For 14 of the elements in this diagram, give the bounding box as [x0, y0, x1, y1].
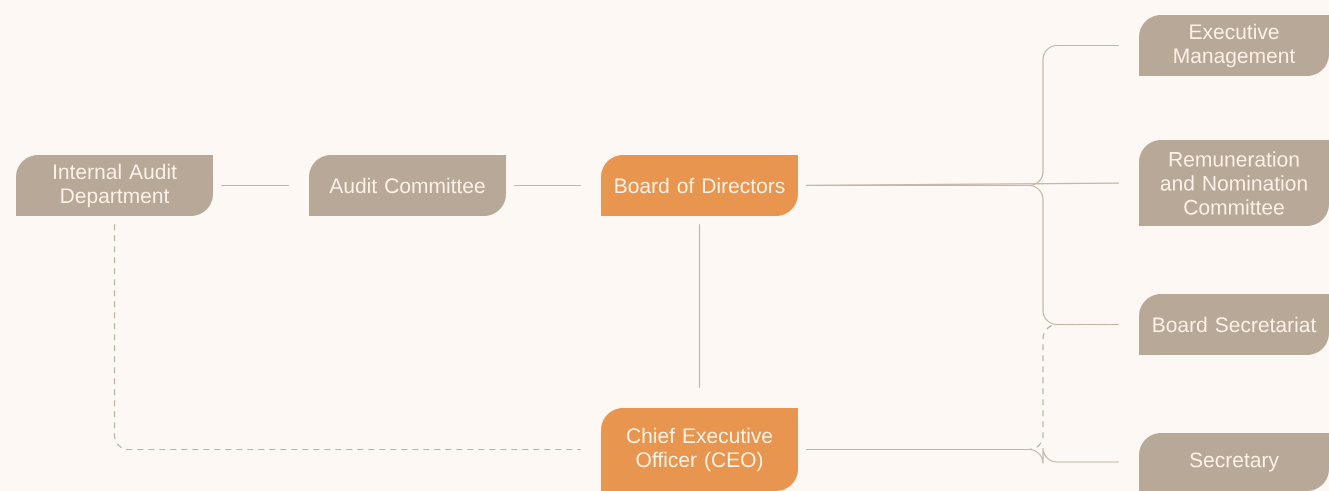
connector-line	[513, 184, 582, 187]
org-box: Chief Executive Officer (CEO)	[601, 408, 798, 491]
org-box: Board of Directors	[601, 155, 798, 216]
org-box: Internal Audit Department	[16, 155, 213, 216]
connector-line	[698, 223, 701, 389]
connector-line	[805, 184, 1120, 326]
org-box: Board Secretariat	[1139, 294, 1329, 355]
org-box: Audit Committee	[309, 155, 506, 216]
connector-line	[113, 223, 582, 451]
connector-line	[220, 184, 290, 187]
org-box: Executive Management	[1139, 15, 1329, 76]
org-box: Secretary	[1139, 433, 1329, 491]
org-box: Remuneration and Nomination Committee	[1139, 140, 1329, 226]
connector-line	[805, 447, 1120, 465]
